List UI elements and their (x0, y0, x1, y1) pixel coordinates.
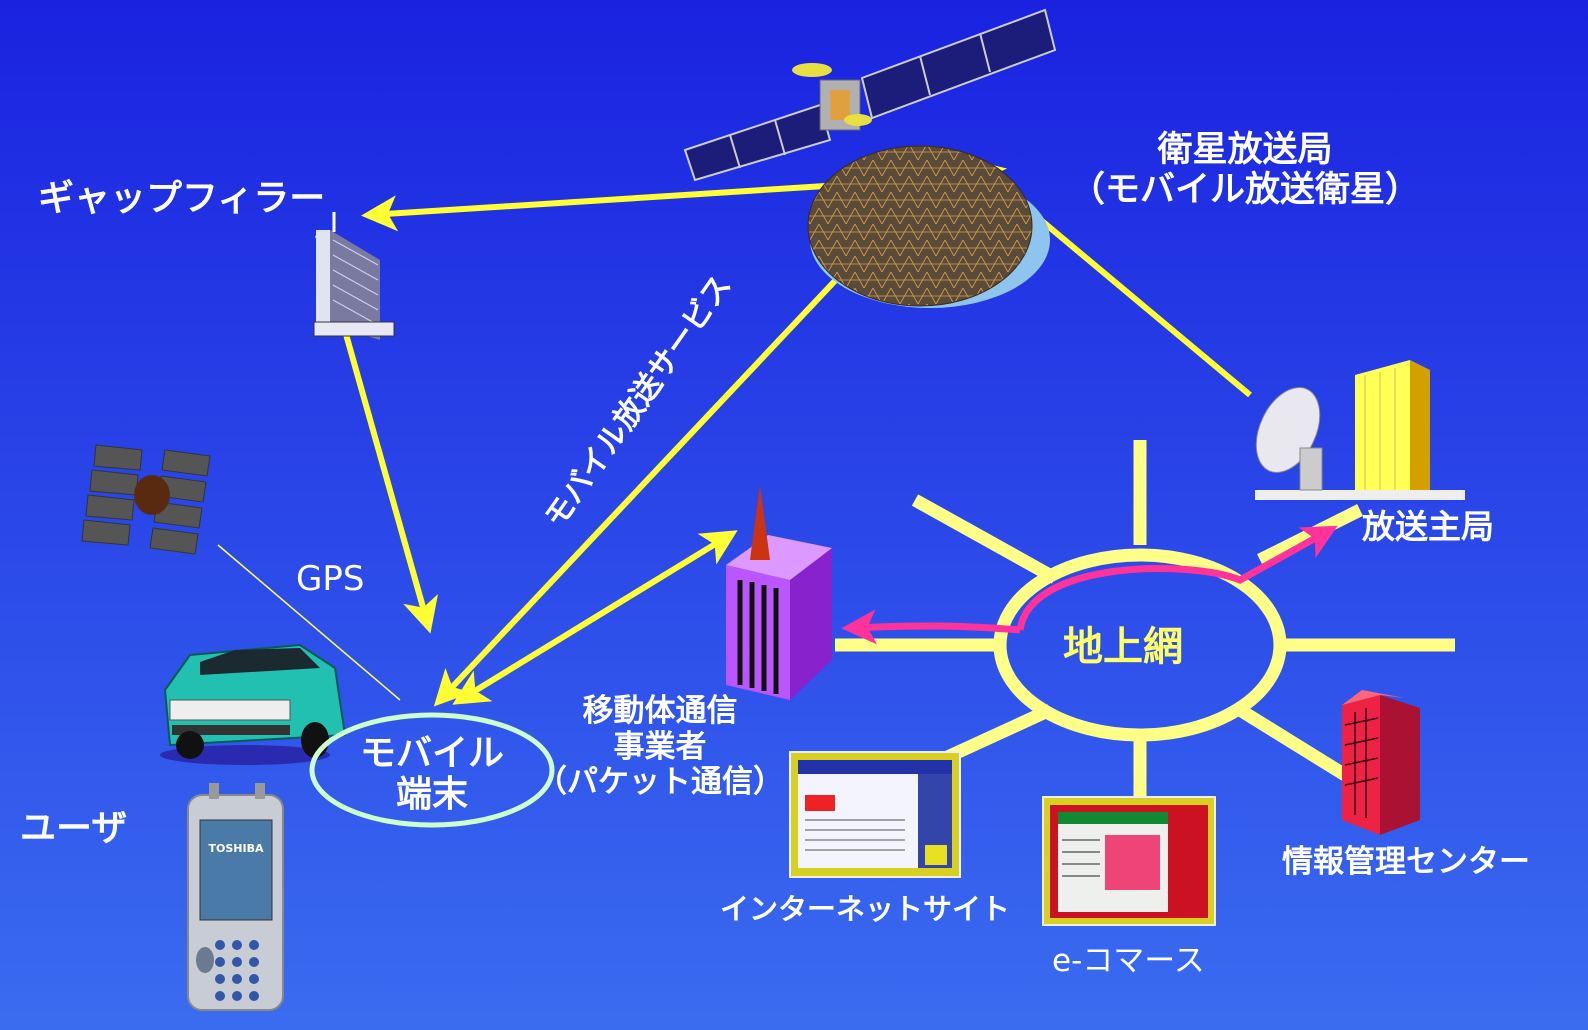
mobile-phone-icon (187, 783, 284, 1011)
ecommerce-screenshot (1042, 796, 1216, 926)
mobile-operator-line1: 移動体通信 (582, 693, 738, 729)
gps-label: GPS (296, 559, 365, 599)
mobile-terminal-label: モバイル 端末 (332, 733, 532, 816)
mobile-operator-line3: （パケット通信） (536, 764, 784, 801)
gap-filler-label: ギャップフィラー (38, 178, 326, 219)
ground-network-label: 地上網 (1063, 624, 1183, 670)
car-icon (160, 643, 347, 765)
arrow-operator-terminal (452, 530, 738, 705)
mobile-operator-line2: 事業者 (613, 728, 707, 765)
satellite-station-line1: 衛星放送局 (1157, 130, 1333, 170)
ecommerce-label: e-コマース (1052, 943, 1205, 979)
broadcast-main-station-icon (1255, 360, 1465, 500)
mobile-operator-tower-icon (726, 485, 832, 700)
mobile-operator-label: 移動体通信 事業者 （パケット通信） (535, 693, 785, 801)
satellite-icon (683, 8, 1057, 308)
satellite-station-line2: （モバイル放送衛星） (1069, 170, 1420, 211)
broadcast-main-label: 放送主局 (1362, 507, 1494, 546)
pink-arrow-to-broadcast-main (1016, 525, 1338, 631)
internet-site-label: インターネットサイト (720, 892, 1011, 926)
ground-network-ring (993, 548, 1287, 742)
info-center-building-icon (1342, 690, 1420, 835)
pink-arrow-to-operator (841, 609, 1021, 645)
gap-filler-building-icon (313, 212, 395, 340)
satellite-station-label: 衛星放送局 （モバイル放送衛星） (1060, 130, 1430, 211)
internet-site-screenshot (789, 751, 961, 878)
user-label: ユーザ (20, 808, 128, 849)
mobile-terminal-ellipse (309, 712, 555, 828)
mobile-terminal-line2: 端末 (395, 774, 468, 816)
gps-satellite-icon (81, 444, 211, 555)
info-center-label: 情報管理センター (1282, 844, 1530, 880)
phone-brand-label: TOSHIBA (209, 842, 264, 855)
mobile-terminal-line1: モバイル (359, 733, 504, 774)
gps-signal-line (217, 544, 401, 701)
